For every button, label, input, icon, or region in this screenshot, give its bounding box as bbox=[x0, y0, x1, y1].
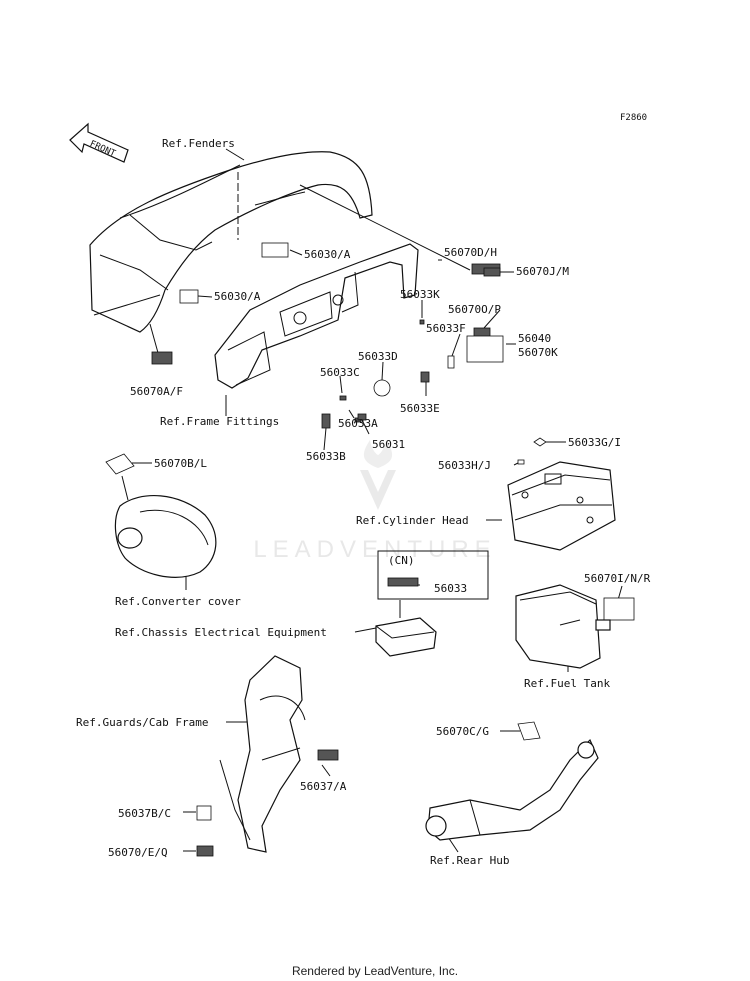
rear-hub-drawing bbox=[425, 738, 599, 841]
part-56030a-left: 56030/A bbox=[214, 290, 261, 303]
frame-fittings-drawing bbox=[214, 243, 419, 389]
ref-cylinder-head: Ref.Cylinder Head bbox=[356, 514, 469, 527]
part-56070op: 56070O/P bbox=[448, 303, 501, 316]
cn-label: (CN) bbox=[388, 554, 415, 567]
part-56070af: 56070A/F bbox=[130, 385, 183, 398]
decal-56070cg bbox=[517, 721, 541, 741]
figure-code: F2860 bbox=[620, 113, 647, 123]
decal-56037a bbox=[317, 749, 339, 761]
part-56033f: 56033F bbox=[426, 322, 466, 335]
part-56033e: 56033E bbox=[400, 402, 440, 415]
part-56070jm: 56070J/M bbox=[516, 265, 569, 278]
front-arrow-icon: FRONT bbox=[69, 122, 129, 163]
decal-56033b bbox=[321, 413, 331, 429]
cab-frame-drawing bbox=[219, 655, 306, 853]
part-56030a-top: 56030/A bbox=[304, 248, 351, 261]
part-56070k: 56070K bbox=[518, 346, 558, 359]
decal-56040 bbox=[466, 335, 504, 363]
part-56033d: 56033D bbox=[358, 350, 398, 363]
decal-56070af bbox=[151, 351, 173, 365]
ref-fuel-tank: Ref.Fuel Tank bbox=[524, 677, 610, 690]
part-56033k: 56033K bbox=[400, 288, 440, 301]
decal-56070jm bbox=[483, 267, 501, 277]
ref-guards-cab-frame: Ref.Guards/Cab Frame bbox=[76, 716, 208, 729]
leadventure-watermark: LEADVENTURE bbox=[253, 440, 496, 563]
part-56033a: 56033A bbox=[338, 417, 378, 430]
ref-frame-fittings: Ref.Frame Fittings bbox=[160, 415, 279, 428]
cn-box: (CN) bbox=[377, 550, 489, 600]
cylinder-head-drawing bbox=[507, 461, 616, 551]
decal-56030a-left bbox=[179, 289, 199, 304]
decal-56070eq bbox=[196, 845, 214, 857]
decal-56030a-top bbox=[261, 242, 289, 258]
part-56033b: 56033B bbox=[306, 450, 346, 463]
part-56040: 56040 bbox=[518, 332, 551, 345]
part-56070inr: 56070I/N/R bbox=[584, 572, 651, 585]
decal-56031 bbox=[357, 413, 367, 421]
fuel-tank-drawing bbox=[515, 584, 611, 669]
decal-56033 bbox=[387, 577, 419, 587]
part-56033c: 56033C bbox=[320, 366, 360, 379]
part-56033gi: 56033G/I bbox=[568, 436, 621, 449]
decal-56033e bbox=[420, 371, 430, 383]
decal-56033d bbox=[373, 379, 391, 397]
ref-rear-hub: Ref.Rear Hub bbox=[430, 854, 509, 867]
decal-56033k bbox=[419, 319, 425, 325]
decal-56033c bbox=[339, 395, 347, 401]
part-56070dh: 56070D/H bbox=[444, 246, 497, 259]
footer-credit: Rendered by LeadVenture, Inc. bbox=[292, 964, 458, 978]
decal-56037bc bbox=[196, 805, 212, 821]
ref-converter-cover: Ref.Converter cover bbox=[115, 595, 241, 608]
decal-56033gi bbox=[533, 437, 547, 447]
decal-56070bl bbox=[105, 453, 135, 475]
part-56070bl: 56070B/L bbox=[154, 457, 207, 470]
ref-fenders: Ref.Fenders bbox=[162, 137, 235, 150]
decal-56033hj bbox=[517, 459, 525, 465]
fenders-drawing bbox=[89, 151, 373, 333]
part-56070cg: 56070C/G bbox=[436, 725, 489, 738]
part-56037bc: 56037B/C bbox=[118, 807, 171, 820]
chassis-electrical-drawing bbox=[375, 617, 437, 657]
part-56070eq: 56070/E/Q bbox=[108, 846, 168, 859]
part-56033: 56033 bbox=[434, 582, 467, 595]
ref-chassis-electrical: Ref.Chassis Electrical Equipment bbox=[115, 626, 327, 639]
part-56033hj: 56033H/J bbox=[438, 459, 491, 472]
converter-cover-drawing bbox=[114, 495, 217, 578]
watermark-text: LEADVENTURE bbox=[253, 536, 496, 563]
part-56037a: 56037/A bbox=[300, 780, 347, 793]
part-56031: 56031 bbox=[372, 438, 405, 451]
decal-56070inr bbox=[603, 597, 635, 621]
decals bbox=[105, 242, 635, 857]
decal-56033f bbox=[447, 355, 455, 369]
